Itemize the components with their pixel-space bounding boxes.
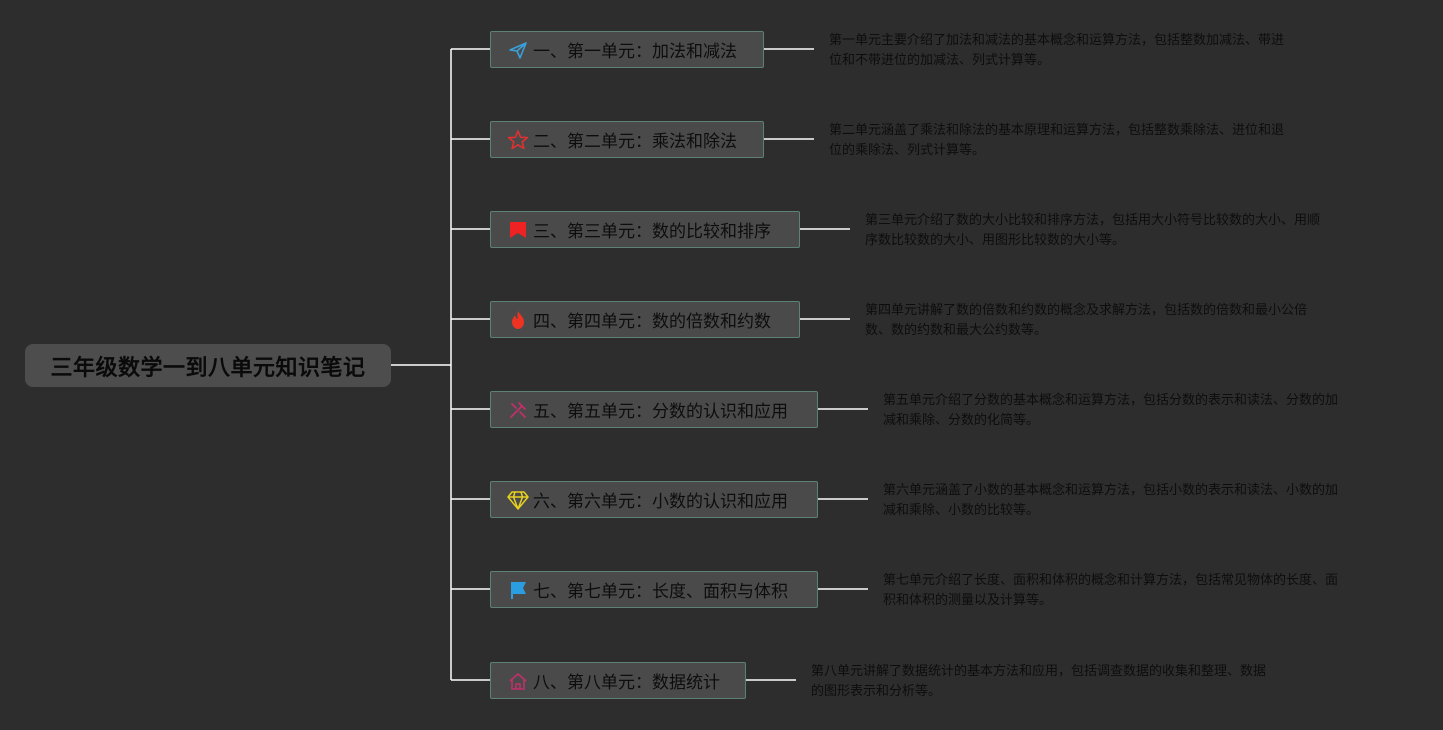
unit-node-6[interactable]: 六、第六单元：小数的认识和应用: [490, 481, 818, 518]
flag-icon: [507, 579, 529, 601]
unit-note-3-line-1: 第三单元介绍了数的大小比较和排序方法，包括用大小符号比较数的大小、用顺: [865, 213, 1321, 228]
unit-note-1: 第一单元主要介绍了加法和减法的基本概念和运算方法，包括整数加减法、带进 位和不带…: [829, 31, 1284, 71]
unit-note-8-line-1: 第八单元讲解了数据统计的基本方法和应用，包括调查数据的收集和整理、数据: [811, 664, 1267, 679]
unit-note-2-line-1: 第二单元涵盖了乘法和除法的基本原理和运算方法，包括整数乘除法、进位和退: [829, 123, 1285, 138]
unit-label-5: 五、第五单元：分数的认识和应用: [533, 402, 788, 422]
unit-note-5-line-2: 减和乘除、分数的化简等。: [883, 413, 1040, 428]
unit-note-1-line-2: 位和不带进位的加减法、列式计算等。: [829, 53, 1051, 68]
star-icon: [507, 129, 529, 151]
unit-note-2-line-2: 位的乘除法、列式计算等。: [829, 143, 986, 158]
unit-label-2: 二、第二单元：乘法和除法: [533, 132, 737, 152]
diamond-icon: [507, 489, 529, 511]
home-icon: [507, 670, 529, 692]
unit-note-1-line-1: 第一单元主要介绍了加法和减法的基本概念和运算方法，包括整数加减法、带进: [829, 33, 1285, 48]
unit-note-2: 第二单元涵盖了乘法和除法的基本原理和运算方法，包括整数乘除法、进位和退 位的乘除…: [829, 121, 1284, 161]
unit-node-5[interactable]: 五、第五单元：分数的认识和应用: [490, 391, 818, 428]
unit-node-7[interactable]: 七、第七单元：长度、面积与体积: [490, 571, 818, 608]
unit-label-7: 七、第七单元：长度、面积与体积: [533, 582, 788, 602]
unit-note-4-line-1: 第四单元讲解了数的倍数和约数的概念及求解方法，包括数的倍数和最小公倍: [865, 303, 1308, 318]
unit-note-6-line-1: 第六单元涵盖了小数的基本概念和运算方法，包括小数的表示和读法、小数的加: [883, 483, 1339, 498]
unit-note-8-line-2: 的图形表示和分析等。: [811, 684, 942, 699]
root-topic[interactable]: 三年级数学一到八单元知识笔记: [25, 344, 391, 387]
unit-label-8: 八、第八单元：数据统计: [533, 673, 720, 693]
unit-node-1[interactable]: 一、第一单元：加法和减法: [490, 31, 764, 68]
unit-node-3[interactable]: 三、第三单元：数的比较和排序: [490, 211, 800, 248]
unit-node-8[interactable]: 八、第八单元：数据统计: [490, 662, 746, 699]
unit-label-6: 六、第六单元：小数的认识和应用: [533, 492, 788, 512]
unit-note-4-line-2: 数、数的约数和最大公约数等。: [865, 323, 1048, 338]
unit-node-4[interactable]: 四、第四单元：数的倍数和约数: [490, 301, 800, 338]
flame-icon: [507, 309, 529, 331]
unit-note-8: 第八单元讲解了数据统计的基本方法和应用，包括调查数据的收集和整理、数据 的图形表…: [811, 662, 1266, 702]
unit-node-2[interactable]: 二、第二单元：乘法和除法: [490, 121, 764, 158]
unit-note-3: 第三单元介绍了数的大小比较和排序方法，包括用大小符号比较数的大小、用顺 序数比较…: [865, 211, 1320, 251]
tools-icon: [507, 399, 529, 421]
unit-note-7-line-2: 积和体积的测量以及计算等。: [883, 593, 1053, 608]
unit-note-5-line-1: 第五单元介绍了分数的基本概念和运算方法，包括分数的表示和读法、分数的加: [883, 393, 1339, 408]
unit-note-6-line-2: 减和乘除、小数的比较等。: [883, 503, 1040, 518]
unit-note-7: 第七单元介绍了长度、面积和体积的概念和计算方法，包括常见物体的长度、面 积和体积…: [883, 571, 1338, 611]
unit-note-5: 第五单元介绍了分数的基本概念和运算方法，包括分数的表示和读法、分数的加 减和乘除…: [883, 391, 1338, 431]
flag-banner-icon: [507, 219, 529, 241]
unit-note-7-line-1: 第七单元介绍了长度、面积和体积的概念和计算方法，包括常见物体的长度、面: [883, 573, 1339, 588]
unit-label-1: 一、第一单元：加法和减法: [533, 42, 737, 62]
root-title: 三年级数学一到八单元知识笔记: [50, 355, 366, 381]
unit-note-4: 第四单元讲解了数的倍数和约数的概念及求解方法，包括数的倍数和最小公倍 数、数的约…: [865, 301, 1307, 341]
unit-label-3: 三、第三单元：数的比较和排序: [533, 222, 771, 242]
paper-plane-icon: [507, 39, 529, 61]
unit-note-6: 第六单元涵盖了小数的基本概念和运算方法，包括小数的表示和读法、小数的加 减和乘除…: [883, 481, 1338, 521]
unit-label-4: 四、第四单元：数的倍数和约数: [533, 312, 771, 332]
unit-note-3-line-2: 序数比较数的大小、用图形比较数的大小等。: [865, 233, 1126, 248]
